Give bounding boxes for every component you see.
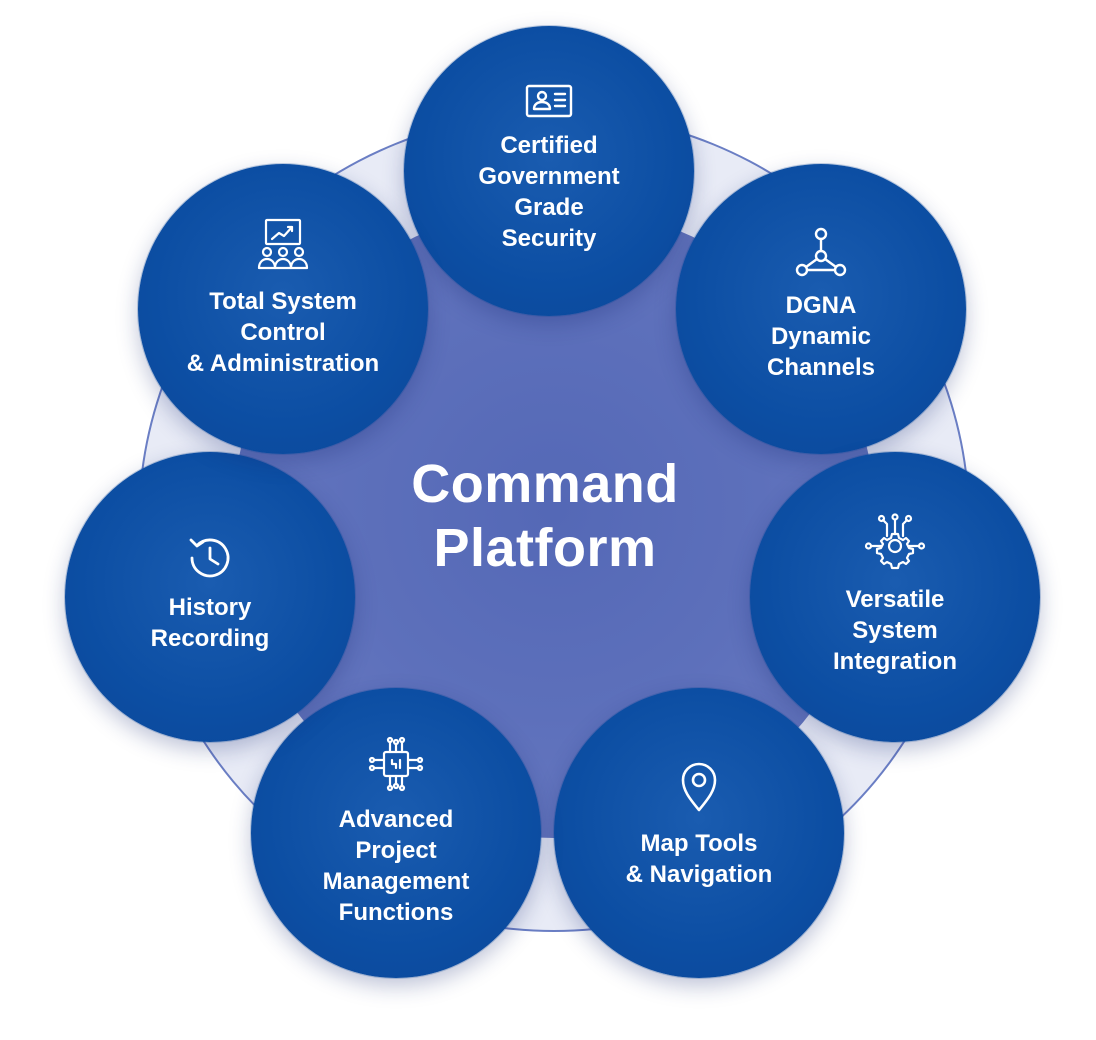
node-history-line: History: [168, 594, 252, 621]
center-title: Command Platform: [330, 452, 760, 580]
id-card-icon: [517, 70, 581, 134]
node-control-line: Control: [240, 319, 326, 346]
node-map: Map Tools & Navigation: [554, 688, 844, 978]
node-dgna-label: DGNA Dynamic Channels: [696, 290, 946, 383]
node-history-label: History Recording: [85, 592, 335, 654]
node-integration-line: Versatile: [845, 586, 945, 613]
node-project-line: Functions: [338, 899, 454, 926]
center-title-line2: Platform: [433, 518, 657, 578]
presentation-team-icon: [251, 212, 315, 276]
node-security-line: Grade: [514, 194, 584, 221]
history-icon: [178, 526, 242, 590]
node-security-label: Certified Government Grade Security: [424, 130, 674, 254]
node-project: Advanced Project Management Functions: [251, 688, 541, 978]
node-control-label: Total System Control & Administration: [158, 286, 408, 379]
node-project-line: Management: [322, 868, 470, 895]
chip-icon: [364, 732, 428, 796]
node-dgna-line: Channels: [766, 354, 876, 381]
node-map-label: Map Tools & Navigation: [574, 828, 824, 890]
node-map-line: & Navigation: [625, 861, 773, 888]
node-project-line: Project: [355, 837, 437, 864]
node-dgna: DGNA Dynamic Channels: [676, 164, 966, 454]
node-project-line: Advanced: [338, 806, 454, 833]
node-integration-line: System: [852, 617, 938, 644]
node-security-line: Certified: [500, 132, 598, 159]
gear-circuit-icon: [863, 508, 927, 572]
node-project-label: Advanced Project Management Functions: [271, 804, 521, 928]
network-nodes-icon: [789, 220, 853, 284]
node-integration-line: Integration: [833, 648, 957, 675]
node-history: History Recording: [65, 452, 355, 742]
node-security-line: Security: [501, 225, 597, 252]
node-control: Total System Control & Administration: [138, 164, 428, 454]
node-map-line: Map Tools: [640, 830, 758, 857]
node-control-line: Total System: [209, 288, 357, 315]
map-pin-icon: [667, 754, 731, 818]
node-history-line: Recording: [150, 625, 270, 652]
node-dgna-line: Dynamic: [770, 323, 872, 350]
node-control-line: & Administration: [186, 350, 380, 377]
center-title-line1: Command: [411, 454, 679, 514]
node-security-line: Government: [478, 163, 620, 190]
node-integration: Versatile System Integration: [750, 452, 1040, 742]
node-integration-label: Versatile System Integration: [770, 584, 1020, 677]
node-dgna-line: DGNA: [785, 292, 857, 319]
node-security: Certified Government Grade Security: [404, 26, 694, 316]
